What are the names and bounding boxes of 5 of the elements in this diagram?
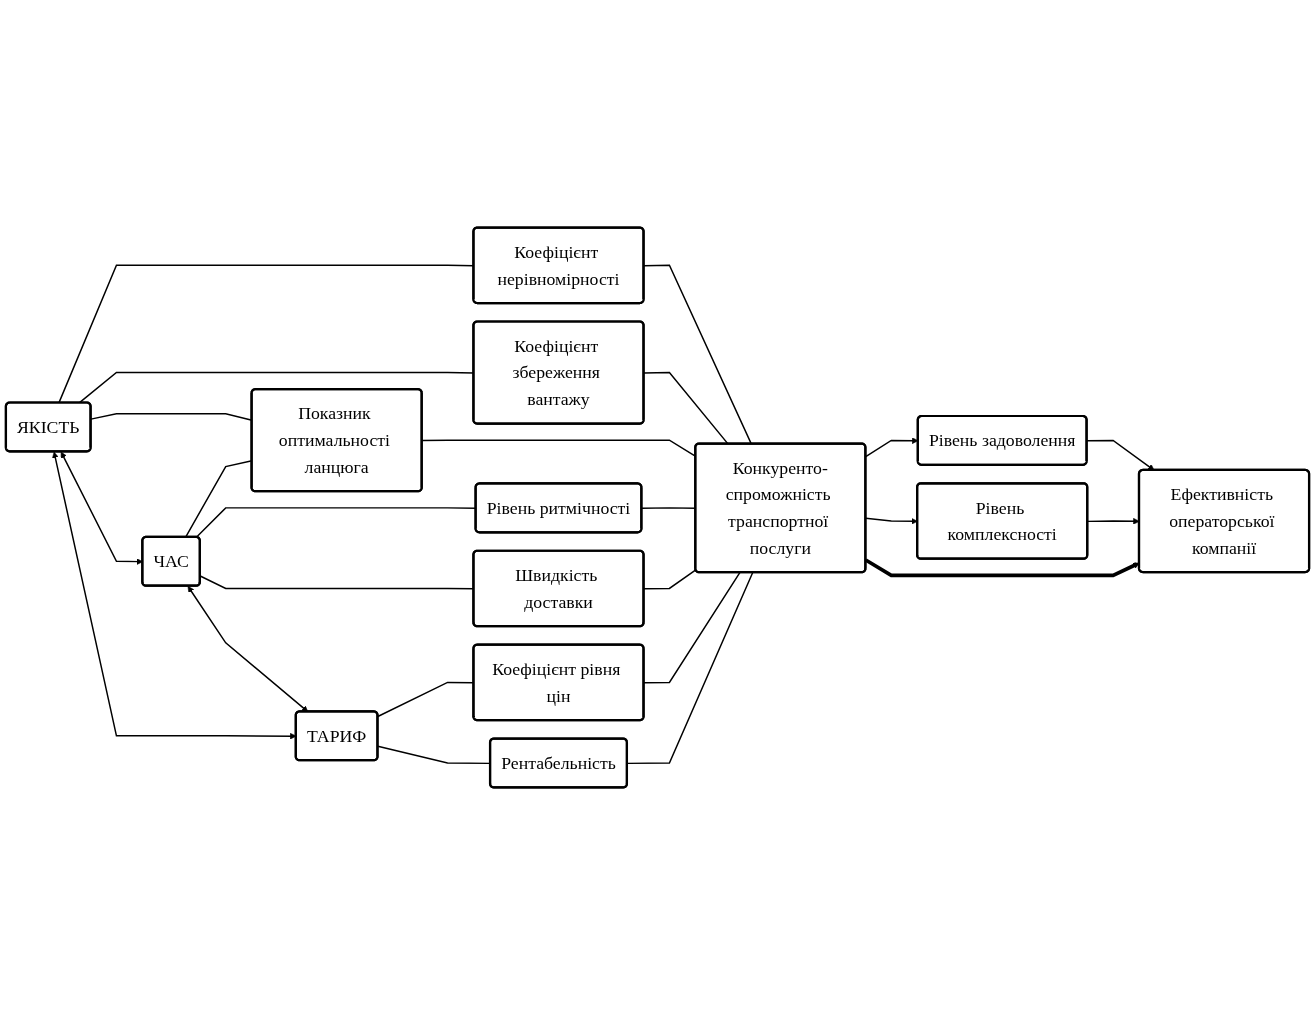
connector	[643, 571, 741, 684]
connector	[643, 569, 697, 590]
connector	[626, 571, 754, 765]
arrow	[60, 451, 143, 565]
arrow	[865, 517, 918, 525]
